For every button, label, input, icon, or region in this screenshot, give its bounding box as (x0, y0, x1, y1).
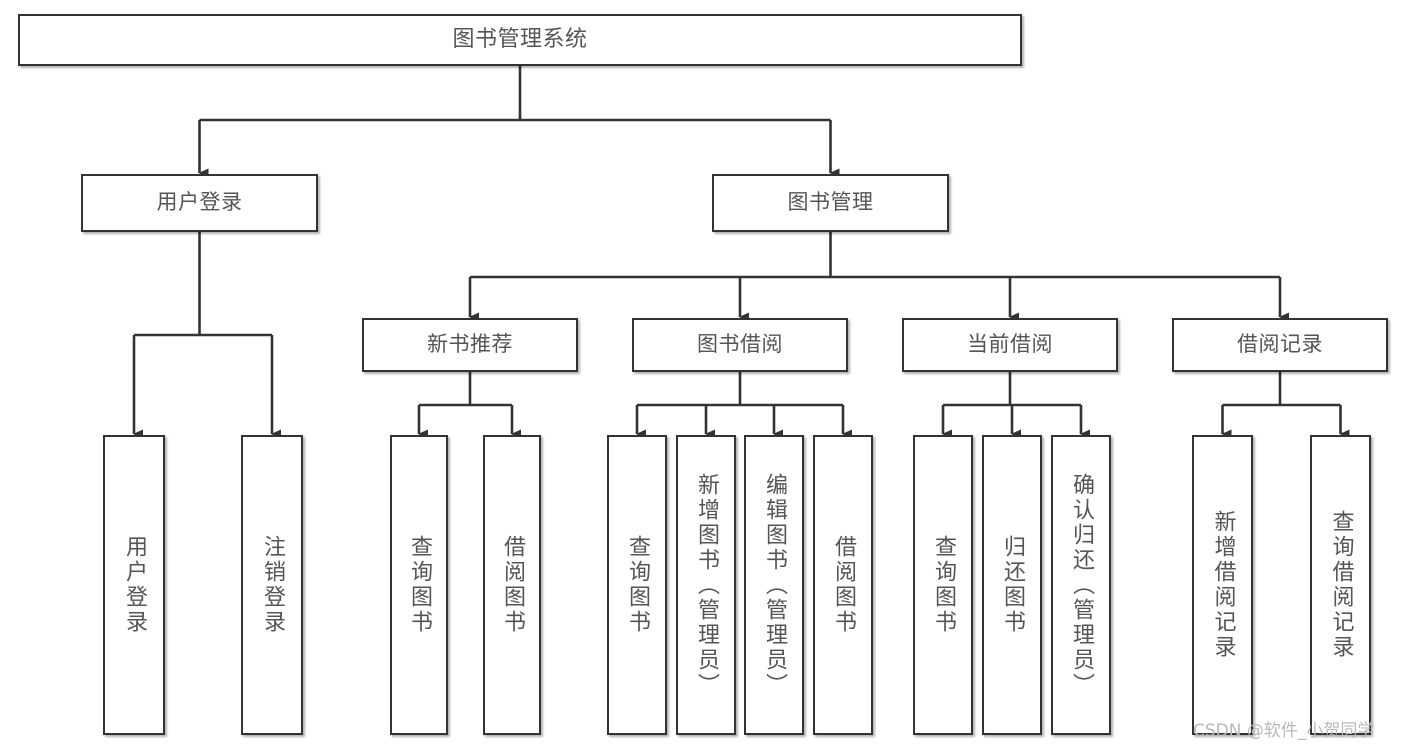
node-leaf-query-record[interactable]: 查询借阅记录 (1310, 435, 1371, 735)
csdn-watermark: CSDN @软件_小贺同学 (1193, 721, 1375, 741)
node-label: 确认归还（管理员） (1069, 472, 1094, 698)
node-label: 注销登录 (260, 535, 285, 635)
node-label: 编辑图书（管理员） (762, 472, 787, 698)
node-label: 归还图书 (1000, 535, 1025, 635)
node-leaf-user-login[interactable]: 用户登录 (103, 435, 165, 735)
node-book-borrow[interactable]: 图书借阅 (632, 318, 848, 372)
node-user-login[interactable]: 用户登录 (81, 174, 318, 232)
node-label: 用户登录 (156, 190, 243, 215)
node-leaf-query-book-1[interactable]: 查询图书 (390, 435, 448, 735)
node-leaf-confirm-return[interactable]: 确认归还（管理员） (1051, 435, 1111, 735)
node-leaf-logout[interactable]: 注销登录 (241, 435, 303, 735)
node-leaf-edit-book[interactable]: 编辑图书（管理员） (744, 435, 804, 735)
node-label: 查询图书 (407, 535, 432, 635)
node-book-manage[interactable]: 图书管理 (712, 174, 949, 232)
node-label: 新增图书（管理员） (694, 472, 719, 698)
node-leaf-query-book-3[interactable]: 查询图书 (913, 435, 973, 735)
node-new-book-recommend[interactable]: 新书推荐 (362, 318, 578, 372)
node-label: 当前借阅 (967, 332, 1053, 357)
node-label: 新增借阅记录 (1210, 510, 1236, 660)
node-borrow-record[interactable]: 借阅记录 (1172, 318, 1388, 372)
node-root-title[interactable]: 图书管理系统 (18, 14, 1022, 66)
node-leaf-borrow-book-2[interactable]: 借阅图书 (813, 435, 873, 735)
node-leaf-query-book-2[interactable]: 查询图书 (607, 435, 667, 735)
node-label: 图书管理系统 (452, 26, 588, 52)
node-label: 新书推荐 (427, 332, 513, 357)
node-label: 查询借阅记录 (1328, 510, 1354, 660)
node-label: 借阅图书 (500, 535, 525, 635)
node-current-borrow[interactable]: 当前借阅 (902, 318, 1118, 372)
node-leaf-add-record[interactable]: 新增借阅记录 (1192, 435, 1253, 735)
node-leaf-return-book[interactable]: 归还图书 (982, 435, 1042, 735)
node-leaf-add-book[interactable]: 新增图书（管理员） (676, 435, 736, 735)
node-label: 查询图书 (931, 535, 956, 635)
node-label: 查询图书 (625, 535, 650, 635)
node-label: 借阅图书 (831, 535, 856, 635)
node-label: 用户登录 (122, 535, 147, 635)
node-label: 借阅记录 (1237, 332, 1323, 357)
node-leaf-borrow-book-1[interactable]: 借阅图书 (483, 435, 541, 735)
node-label: 图书管理 (787, 190, 874, 215)
node-label: 图书借阅 (697, 332, 783, 357)
